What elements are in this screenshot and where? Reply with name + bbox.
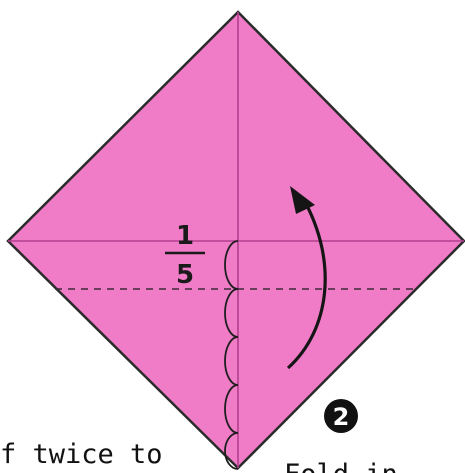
paper-diamond xyxy=(6,10,465,470)
division-marks xyxy=(224,240,239,470)
arrow-head-icon xyxy=(290,186,315,214)
step-number: 2 xyxy=(333,403,350,431)
step-number-badge xyxy=(324,399,358,433)
caption-right: Fold in xyxy=(284,459,398,473)
caption-left: f twice to xyxy=(0,439,163,470)
fraction-denominator: 5 xyxy=(176,260,194,290)
fraction-numerator: 1 xyxy=(176,221,194,251)
fold-arrow-icon xyxy=(286,199,327,370)
